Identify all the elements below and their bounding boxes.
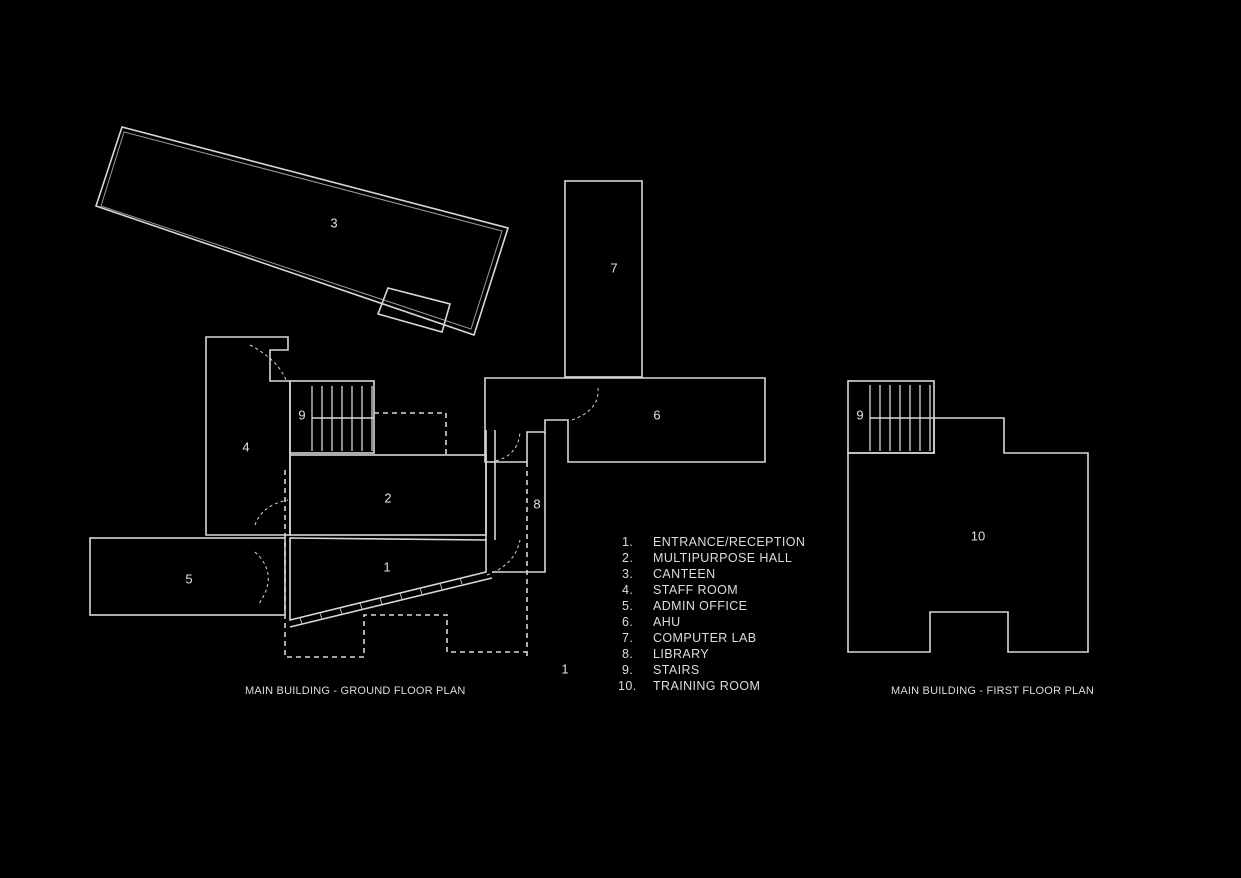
- room-legend: 1. ENTRANCE/RECEPTION 2. MULTIPURPOSE HA…: [618, 535, 805, 693]
- door-swing: [254, 551, 269, 606]
- room-number-stairs-ground: 9: [298, 407, 305, 422]
- entrance-reception-room: [289, 537, 487, 622]
- legend-num: 6.: [622, 615, 633, 629]
- library-corridor-wall: [492, 432, 546, 573]
- legend-num: 10.: [618, 679, 637, 693]
- staff-room: [205, 336, 291, 536]
- room-number-staff-room: 4: [242, 439, 249, 454]
- room-number-room-3-ground: 5: [185, 571, 192, 586]
- legend-num: 9.: [622, 663, 633, 677]
- legend-num: 5.: [622, 599, 633, 613]
- canopy-outline: [374, 412, 447, 455]
- door-swing: [571, 387, 599, 421]
- door-swing: [486, 539, 521, 576]
- legend-num: 2.: [622, 551, 633, 565]
- door-swing: [254, 499, 289, 526]
- legend-label: STAIRS: [653, 663, 700, 677]
- room-number-canteen: 3: [330, 215, 337, 230]
- ahu-room: [484, 377, 766, 463]
- computer-lab-room: [564, 180, 643, 378]
- room-number-computer-lab: 7: [610, 260, 617, 275]
- room-3-ground: [89, 537, 286, 616]
- legend-num: 7.: [622, 631, 633, 645]
- legend-num: 8.: [622, 647, 633, 661]
- legend-num: 1.: [622, 535, 633, 549]
- legend-num: 3.: [622, 567, 633, 581]
- ground-floor-caption: MAIN BUILDING - GROUND FLOOR PLAN: [245, 685, 466, 697]
- room-number-library: 8: [533, 496, 540, 511]
- stairs-ground: [289, 380, 375, 454]
- legend-num: 4.: [622, 583, 633, 597]
- legend-label: AHU: [653, 615, 681, 629]
- room-number-stairs-first: 9: [856, 407, 863, 422]
- first-floor-caption: MAIN BUILDING - FIRST FLOOR PLAN: [891, 685, 1094, 697]
- room-number-multipurpose-hall: 2: [384, 490, 391, 505]
- legend-label: ADMIN OFFICE: [653, 599, 747, 613]
- legend-label: COMPUTER LAB: [653, 631, 756, 645]
- door-swing: [489, 431, 521, 463]
- north-mark: 1: [561, 661, 568, 676]
- training-room: [847, 417, 1089, 653]
- legend-label: CANTEEN: [653, 567, 716, 581]
- room-number-entrance: 1: [383, 559, 390, 574]
- entrance-ramp: [289, 577, 493, 628]
- legend-label: LIBRARY: [653, 647, 709, 661]
- legend-label: STAFF ROOM: [653, 583, 738, 597]
- legend-label: TRAINING ROOM: [653, 679, 760, 693]
- room-number-ahu: 6: [653, 407, 660, 422]
- legend-label: MULTIPURPOSE HALL: [653, 551, 792, 565]
- legend-label: ENTRANCE/RECEPTION: [653, 535, 805, 549]
- canteen-room: [94, 126, 510, 337]
- room-number-training-room: 10: [971, 528, 985, 543]
- entrance-canopy-dash: [284, 470, 527, 658]
